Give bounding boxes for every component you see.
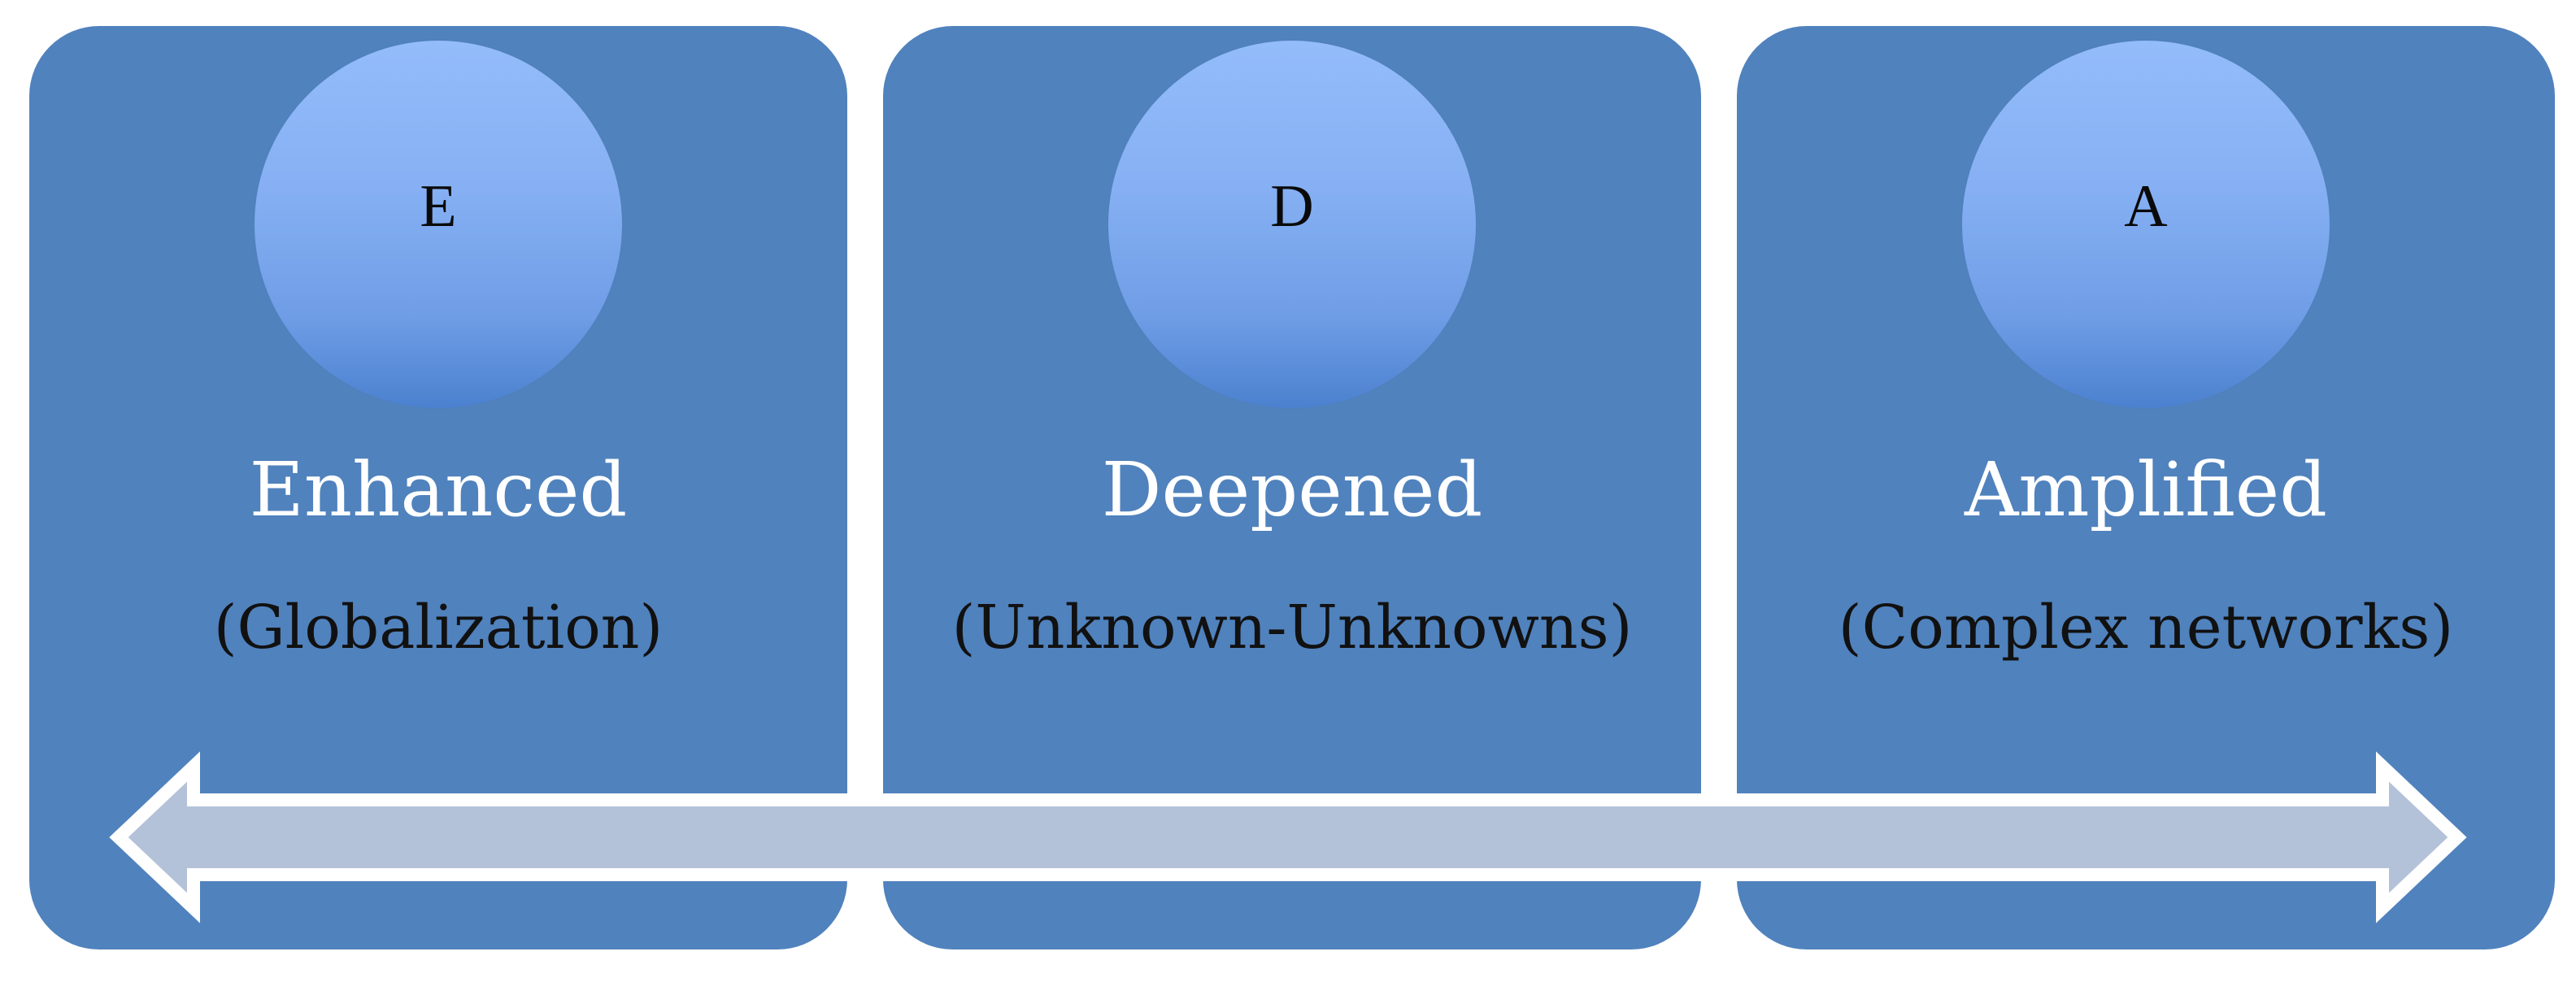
panel-deepened: D Deepened (Unknown-Unknowns) (883, 26, 1701, 949)
panel-subtitle: (Complex networks) (1838, 593, 2454, 663)
letter-circle-a: A (1962, 41, 2330, 408)
panel-title: Amplified (1964, 446, 2328, 533)
panel-letter: E (420, 173, 457, 240)
panel-letter: D (1270, 173, 1314, 240)
panel-letter: A (2124, 173, 2168, 240)
panel-title: Enhanced (249, 446, 628, 533)
panel-enhanced: E Enhanced (Globalization) (29, 26, 847, 949)
letter-circle-e: E (255, 41, 622, 408)
letter-circle-d: D (1108, 41, 1476, 408)
panel-title: Deepened (1101, 446, 1483, 533)
panel-subtitle: (Globalization) (213, 593, 664, 663)
panel-amplified: A Amplified (Complex networks) (1737, 26, 2555, 949)
panel-subtitle: (Unknown-Unknowns) (951, 593, 1633, 663)
